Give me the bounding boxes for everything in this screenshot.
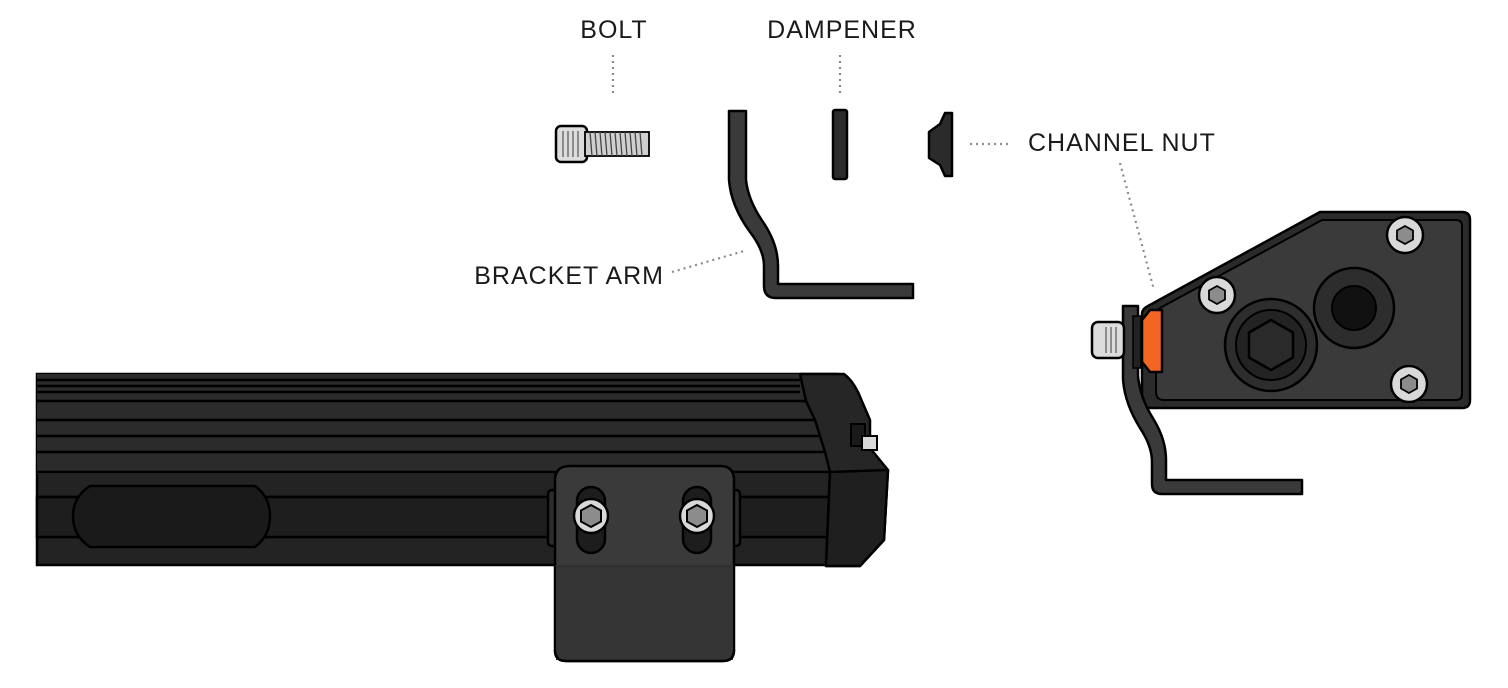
channel-nut-label: CHANNEL NUT	[1028, 129, 1216, 157]
bolt-head	[554, 124, 589, 164]
side-view-channel-nut	[1140, 308, 1164, 374]
light-bar-side-view	[1090, 210, 1472, 496]
bracket-arm-label: BRACKET ARM	[474, 262, 664, 290]
light-bar-recess	[71, 484, 272, 549]
bolt-threads	[589, 131, 643, 157]
mount-bolt-right	[678, 497, 716, 535]
end-cap-clip-tab	[861, 435, 878, 451]
mount-bracket-lower	[556, 566, 733, 660]
side-view-dampener	[1132, 315, 1142, 369]
side-view-bolt-head	[1090, 320, 1126, 360]
dampener-label: DAMPENER	[767, 16, 917, 44]
channel-nut-side-leader-line	[1118, 162, 1156, 291]
channel-nut-part	[927, 111, 954, 178]
side-view-bracket-arm	[1121, 304, 1304, 496]
bracket-arm-leader-line	[671, 249, 745, 274]
bolt-label: BOLT	[580, 16, 647, 44]
light-bar-fins	[37, 374, 837, 474]
bolt-part	[554, 124, 650, 164]
bracket-arm-part	[727, 109, 915, 300]
light-bar-front-view	[35, 372, 890, 663]
mount-bolt-left	[572, 497, 610, 535]
light-bar-end-cap-face	[824, 468, 890, 568]
dampener-part	[831, 108, 849, 181]
